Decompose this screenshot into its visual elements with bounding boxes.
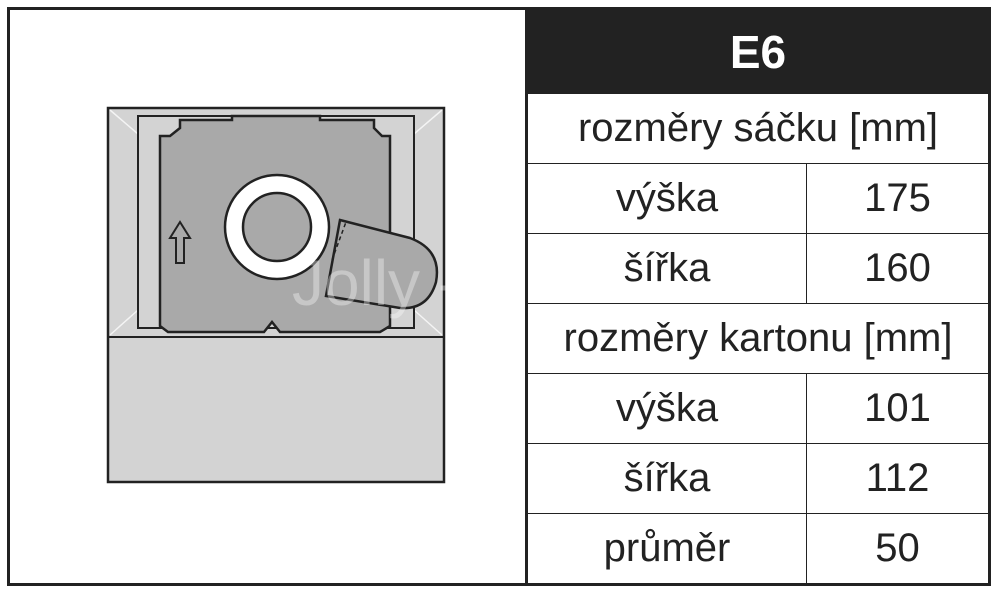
carton-height-value: 101 (864, 386, 931, 430)
collar-plate (324, 218, 439, 310)
watermark: Jolly - sáčky (292, 247, 525, 319)
carton-height-label: výška (528, 374, 807, 443)
table-row: šířka 160 (528, 233, 988, 303)
carton-crease (109, 309, 139, 336)
column-divider (525, 10, 528, 583)
carton-dimensions-header-text: rozměry kartonu [mm] (563, 316, 953, 360)
bag-opening-hole (241, 191, 313, 263)
bag-dimensions-header: rozměry sáčku [mm] (528, 93, 988, 163)
table-row: šířka 112 (528, 443, 988, 513)
spec-table: E6 rozměry sáčku [mm] výška 175 šířka 16… (528, 10, 988, 583)
bag-width-label: šířka (528, 234, 807, 303)
carton-crease (413, 109, 443, 135)
carton-crease (413, 309, 443, 336)
carton-crease (109, 109, 139, 135)
carton-diameter-value: 50 (875, 526, 920, 570)
bag-dimensions-header-text: rozměry sáčku [mm] (577, 106, 939, 150)
bag-height-label: výška (528, 164, 807, 233)
carton-width-label: šířka (528, 444, 807, 513)
product-card: Jolly - sáčky E6 rozměry sáčku [mm] výšk… (7, 7, 991, 586)
up-arrow-icon (168, 220, 192, 264)
carton-diameter-label: průměr (528, 514, 807, 583)
bag-drawing: Jolly - sáčky (106, 106, 641, 484)
table-row: výška 101 (528, 373, 988, 443)
carton-dimensions-header: rozměry kartonu [mm] (528, 303, 988, 373)
table-row: průměr 50 (528, 513, 988, 583)
bag-height-value: 175 (864, 176, 931, 220)
table-row: výška 175 (528, 163, 988, 233)
carton-width-value: 112 (865, 456, 930, 500)
bag-width-value: 160 (864, 246, 931, 290)
bag-illustration: Jolly - sáčky (10, 10, 641, 583)
model-title: E6 (528, 10, 988, 93)
